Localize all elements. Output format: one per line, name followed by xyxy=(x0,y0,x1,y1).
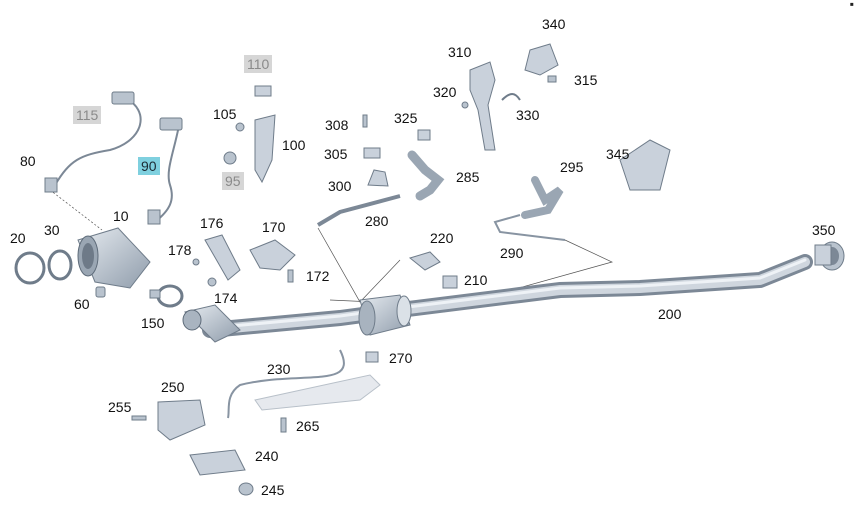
sensor-80 xyxy=(44,177,58,193)
bolt-172 xyxy=(287,269,294,283)
callout-305[interactable]: 305 xyxy=(324,146,348,162)
callout-270[interactable]: 270 xyxy=(389,350,413,366)
callout-320[interactable]: 320 xyxy=(433,84,457,100)
bolt-255 xyxy=(131,415,147,421)
callout-90[interactable]: 90 xyxy=(138,157,160,175)
part-105 xyxy=(235,122,245,132)
part-178 xyxy=(192,258,200,266)
sensor-connector-90 xyxy=(159,117,183,131)
callout-115[interactable]: 115 xyxy=(73,106,102,124)
sensor-90 xyxy=(147,209,161,225)
pipe-295 xyxy=(521,176,564,219)
main-exhaust-pipe xyxy=(202,254,813,338)
sensor-340 xyxy=(524,43,559,76)
callout-80[interactable]: 80 xyxy=(20,153,36,169)
bracket-250 xyxy=(157,399,206,441)
callout-95[interactable]: 95 xyxy=(222,172,244,190)
part-270 xyxy=(365,351,379,363)
callout-30[interactable]: 30 xyxy=(44,222,60,238)
part-315 xyxy=(547,75,557,83)
callout-200[interactable]: 200 xyxy=(658,306,682,322)
callout-170[interactable]: 170 xyxy=(262,219,286,235)
callout-315[interactable]: 315 xyxy=(574,72,598,88)
callout-250[interactable]: 250 xyxy=(161,379,185,395)
tailpipe-end-350 xyxy=(814,241,845,271)
pipe-285 xyxy=(407,150,445,201)
pipe-280 xyxy=(316,194,401,227)
callout-240[interactable]: 240 xyxy=(255,448,279,464)
cable-230 xyxy=(227,349,345,419)
part-174 xyxy=(207,277,217,287)
catalytic-converter-middle xyxy=(358,294,412,336)
part-60 xyxy=(95,286,106,298)
callout-290[interactable]: 290 xyxy=(500,245,524,261)
callout-295[interactable]: 295 xyxy=(560,159,584,175)
callout-310[interactable]: 310 xyxy=(448,44,472,60)
part-320 xyxy=(461,101,469,109)
callout-285[interactable]: 285 xyxy=(456,169,480,185)
part-110 xyxy=(254,85,272,97)
callout-172[interactable]: 172 xyxy=(306,268,330,284)
callout-308[interactable]: 308 xyxy=(325,117,349,133)
callout-174[interactable]: 174 xyxy=(214,290,238,306)
callout-300[interactable]: 300 xyxy=(328,178,352,194)
part-325 xyxy=(417,129,431,141)
oxygen-sensor-cables xyxy=(54,97,181,223)
plate-240 xyxy=(189,449,246,476)
callout-210[interactable]: 210 xyxy=(464,272,488,288)
bracket-310 xyxy=(469,61,496,151)
part-305 xyxy=(363,147,381,159)
callout-350[interactable]: 350 xyxy=(812,222,836,238)
sensor-150 xyxy=(149,289,161,299)
callout-265[interactable]: 265 xyxy=(296,418,320,434)
callout-60[interactable]: 60 xyxy=(74,296,90,312)
callout-245[interactable]: 245 xyxy=(261,482,285,498)
callout-150[interactable]: 150 xyxy=(141,315,165,331)
callout-105[interactable]: 105 xyxy=(213,106,237,122)
callout-230[interactable]: 230 xyxy=(267,361,291,377)
front-catalyst-10 xyxy=(77,227,241,343)
part-330 xyxy=(501,93,521,101)
bolt-308 xyxy=(362,114,368,128)
part-210 xyxy=(442,275,458,289)
callout-110[interactable]: 110 xyxy=(244,55,273,73)
heat-shield-100 xyxy=(254,114,276,184)
bolt-265 xyxy=(280,417,287,433)
sensor-connector-115 xyxy=(111,91,135,105)
heat-shield-part xyxy=(254,374,381,411)
callout-345[interactable]: 345 xyxy=(606,146,630,162)
sensor-345 xyxy=(619,139,671,191)
part-245 xyxy=(238,482,254,496)
callout-178[interactable]: 178 xyxy=(168,242,192,258)
callout-255[interactable]: 255 xyxy=(108,399,132,415)
callout-340[interactable]: 340 xyxy=(542,16,566,32)
callout-330[interactable]: 330 xyxy=(516,107,540,123)
bracket-220 xyxy=(408,251,441,271)
callout-20[interactable]: 20 xyxy=(10,230,26,246)
bracket-176 xyxy=(204,234,241,281)
part-300 xyxy=(367,169,389,187)
bracket-170 xyxy=(249,239,296,271)
part-95 xyxy=(223,151,237,165)
callout-280[interactable]: 280 xyxy=(365,213,389,229)
callout-325[interactable]: 325 xyxy=(394,110,418,126)
callout-176[interactable]: 176 xyxy=(200,215,224,231)
callout-220[interactable]: 220 xyxy=(430,230,454,246)
corner-mark-icon: ▪ xyxy=(849,0,854,11)
callout-100[interactable]: 100 xyxy=(282,137,306,153)
pipe-290 xyxy=(493,214,566,241)
callout-10[interactable]: 10 xyxy=(113,208,129,224)
